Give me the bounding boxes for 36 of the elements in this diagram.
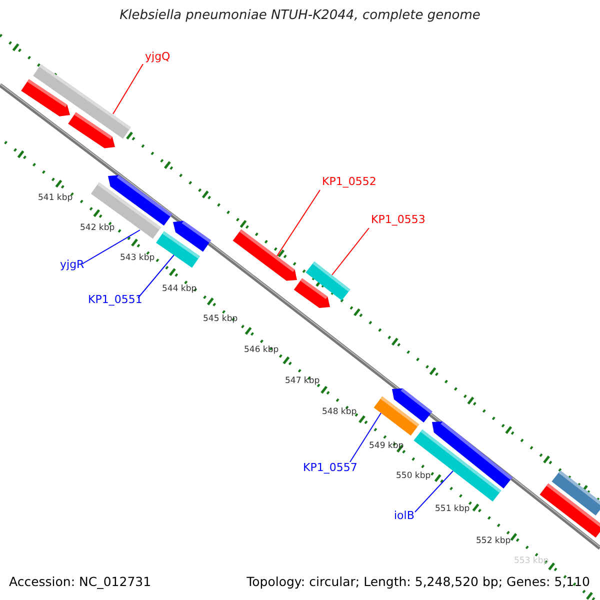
leader-line	[350, 412, 382, 462]
accession-text: Accession: NC_012731	[9, 575, 152, 590]
scale-label: 548 kbp	[322, 408, 357, 418]
leader-line	[112, 64, 144, 114]
gene-feature	[21, 79, 70, 116]
gene-label: KP1_0553	[371, 214, 426, 227]
scale-label: 552 kbp	[476, 537, 511, 547]
scale-label: 547 kbp	[285, 377, 320, 387]
gene-label: iolB	[394, 510, 414, 523]
gene-block	[414, 430, 502, 502]
gene-feature	[232, 229, 297, 281]
scale-label: 541 kbp	[38, 194, 73, 204]
scale-label: 551 kbp	[435, 505, 470, 515]
gene-block	[374, 396, 420, 436]
gene-label: yjgQ	[145, 51, 170, 64]
genome-summary-text: Topology: circular; Length: 5,248,520 bp; Genes: 5,110	[246, 575, 590, 590]
scale-label: 550 kbp	[396, 472, 431, 482]
title: Klebsiella pneumoniae NTUH-K2044, complete genome	[118, 9, 482, 24]
leader-line	[82, 230, 140, 264]
gene-label: KP1_0552	[322, 176, 376, 189]
gene-label: KP1_0557	[303, 462, 358, 475]
scale-label: 542 kbp	[80, 224, 115, 234]
leader-line	[138, 254, 174, 298]
gene-label: KP1_0551	[88, 294, 142, 307]
scale-label: 546 kbp	[244, 346, 279, 356]
gene-block	[540, 483, 600, 538]
gene-block	[156, 231, 200, 268]
scale-label: 543 kbp	[120, 254, 155, 264]
leader-line	[332, 228, 370, 276]
scale-label: 544 kbp	[162, 285, 197, 295]
scale-label: 545 kbp	[203, 315, 238, 325]
leader-line	[276, 190, 320, 256]
leader-line	[414, 470, 454, 512]
gene-block	[306, 262, 350, 300]
gene-feature	[68, 112, 115, 148]
gene-label: yjgR	[60, 259, 84, 272]
